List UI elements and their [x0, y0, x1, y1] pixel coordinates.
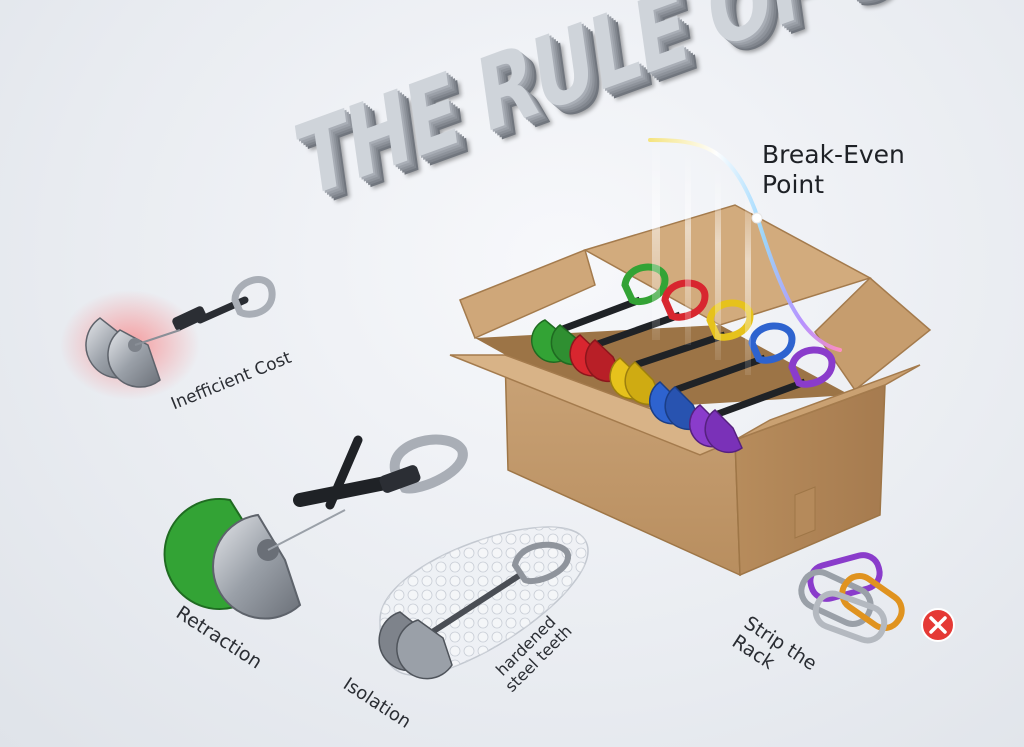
bubble-wrap-icon — [378, 526, 589, 680]
break-even-line-1: Break-Even — [762, 140, 905, 169]
green-cam-icon — [530, 263, 669, 366]
cam-set-in-box — [530, 263, 836, 454]
break-even-curve — [648, 138, 842, 375]
purple-cam-icon — [689, 346, 836, 454]
inefficient-cam-icon — [60, 276, 276, 400]
retraction-cam-icon — [163, 434, 468, 620]
carabiner-cluster-icon — [798, 552, 905, 644]
break-even-label: Break-Even Point — [762, 140, 905, 200]
x-badge-icon — [921, 608, 955, 642]
break-even-line-2: Point — [762, 170, 825, 199]
